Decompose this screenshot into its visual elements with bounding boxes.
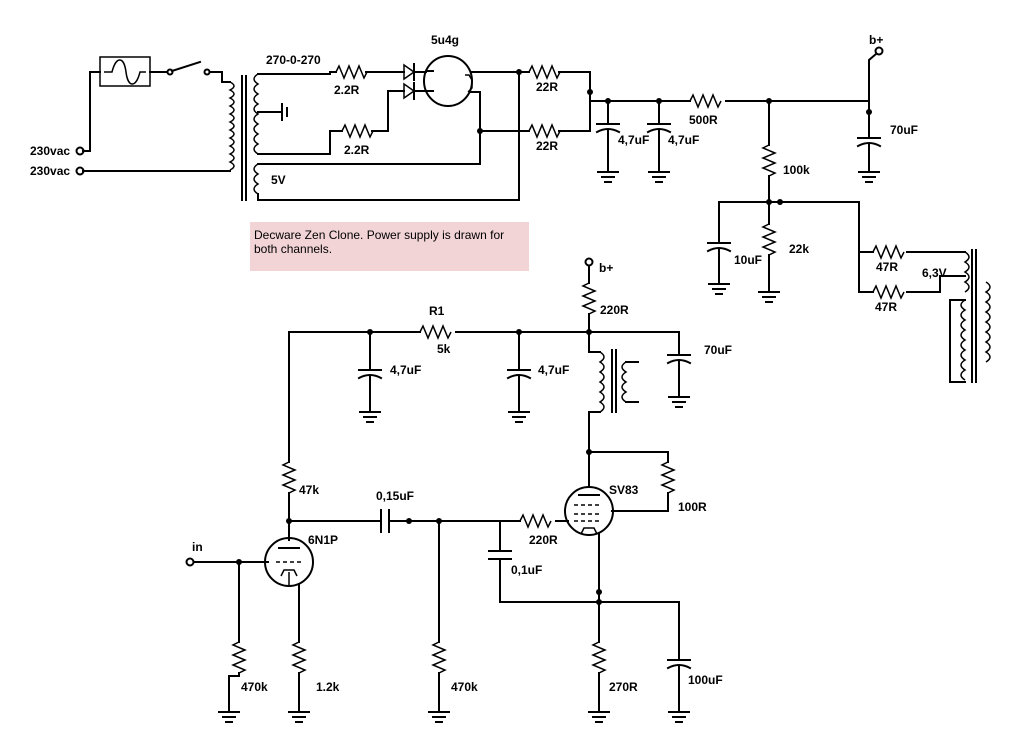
label-6-3v: 6,3V [922,266,947,280]
label-6n1p: 6N1P [308,533,338,547]
label-10uf: 10uF [734,253,762,267]
label-100r: 100R [678,500,707,514]
amp-supply [288,257,692,512]
label-bplus-amp: b+ [599,261,613,275]
label-70uf-top: 70uF [890,123,918,137]
mains-input [75,56,231,176]
label-0-15uf: 0,15uF [376,489,414,503]
resistor-2-2r-lower [341,123,374,139]
resistor-270r [591,641,607,674]
label-100k: 100k [783,163,810,177]
resistor-220r-grid [519,513,552,529]
input-terminal [185,557,195,567]
annotation-note: Decware Zen Clone. Power supply is drawn… [250,222,529,271]
bplus-terminal-amp [584,257,594,267]
mains-switch [170,60,202,73]
component-labels: 230vac 230vac 270-0-270 2.2R 2.2R 5V 5u4… [30,33,947,694]
resistor-1-2k [291,641,307,674]
resistor-47k [281,461,297,494]
label-500r: 500R [689,113,718,127]
label-bplus-top: b+ [869,33,883,47]
resistor-470k-gridleak [431,641,447,674]
label-47k: 47k [299,483,319,497]
label-22k: 22k [789,242,809,256]
resistor-100r [660,461,676,494]
resistor-470k-input [231,641,247,674]
label-0-1uf: 0,1uF [511,563,542,577]
input-stage [185,331,501,723]
label-220r-bplus: 220R [600,303,629,317]
rectifier-section [329,55,522,201]
label-100uf: 100uF [688,673,723,687]
resistor-22r-upper [528,64,561,80]
label-cap-4-7uf-2: 4,7uF [668,133,699,147]
output-transformer [598,351,605,413]
switch-contact-b [203,68,211,76]
label-220r-grid: 220R [529,533,558,547]
filter-section [518,46,991,383]
label-5u4g: 5u4g [431,33,459,47]
label-transformer: 270-0-270 [266,53,321,67]
bplus-terminal-top [874,46,884,56]
label-230vac-2: 230vac [30,164,70,178]
label-2-2r-upper: 2.2R [334,83,360,97]
label-1-2k: 1.2k [316,680,340,694]
label-230vac-1: 230vac [30,144,70,158]
label-270r: 270R [609,680,638,694]
label-cap-4-7uf-4: 4,7uF [538,363,569,377]
heater-transformer [963,251,970,293]
label-2-2r-lower: 2.2R [344,143,370,157]
resistor-500r [689,93,722,109]
power-transformer [228,73,520,201]
resistor-47r-upper [872,244,905,260]
label-sv83: SV83 [609,483,639,497]
label-5v: 5V [271,173,286,187]
label-input: in [192,540,203,554]
label-cap-4-7uf-3: 4,7uF [390,363,421,377]
label-47r-upper: 47R [876,260,898,274]
label-5k: 5k [437,342,451,356]
output-stage [488,451,692,723]
resistor-100k [761,144,777,177]
resistor-47r-lower [872,284,905,300]
label-70uf-amp: 70uF [704,343,732,357]
label-47r-lower: 47R [875,300,897,314]
resistor-2-2r-upper [335,64,368,80]
label-r1: R1 [429,304,445,318]
label-470k-gridleak: 470k [451,680,478,694]
label-470k-input: 470k [241,680,268,694]
resistor-220r-bplus [581,282,597,315]
label-cap-4-7uf-1: 4,7uF [618,133,649,147]
resistor-22k [761,223,777,256]
label-22r-lower: 22R [536,139,558,153]
resistor-22r-lower [528,123,561,139]
resistor-r1-5k [419,324,452,340]
label-22r-upper: 22R [536,80,558,94]
rectifier-tube-5u4g [423,55,473,107]
